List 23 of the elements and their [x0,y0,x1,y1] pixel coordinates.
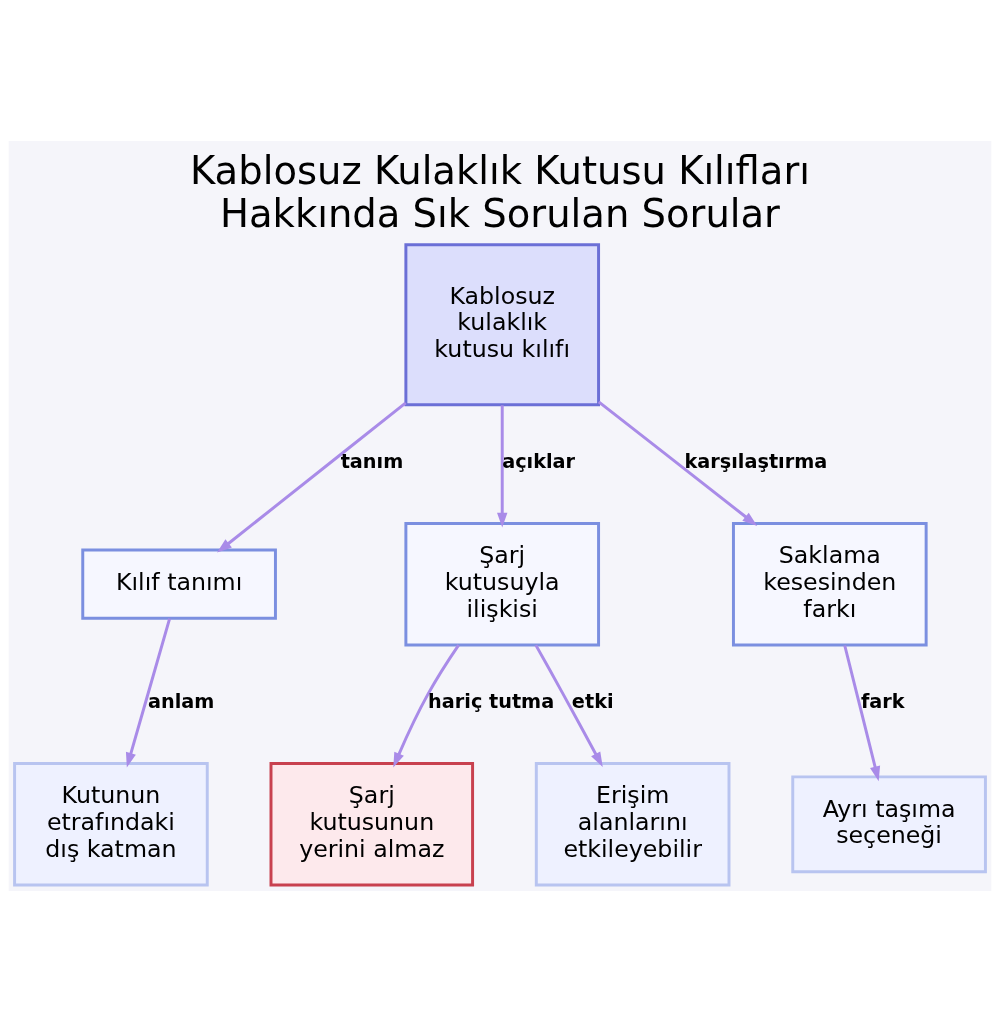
edge-label: anlam [147,689,215,713]
edge-label: etki [571,689,614,713]
node-box: Kılıf tanımı [81,548,277,620]
node-box: Şarj kutusuyla ilişkisi [404,521,601,647]
arrow [497,405,508,528]
diagram-title: Kablosuz Kulaklık Kutusu Kılıfları Hakkında Sık Sorulan Sorular [190,147,810,236]
arrow [217,401,407,553]
node-box: Ayrı taşıma seçeneği [791,775,987,874]
edge-label: karşılaştırma [684,449,828,473]
arrow [843,645,881,782]
node-box: Şarj kutusunun yerini almaz [269,762,475,887]
edge-label: fark [860,689,905,713]
node-box: Erişim alanlarını etkileyebilir [534,762,731,887]
node-box: Saklama kesesinden farkı [731,521,928,647]
node-box: Kutunun etrafındaki dış katman [13,762,209,887]
edge-label: hariç tutma [428,689,555,713]
edge-label: açıklar [502,449,576,473]
arrow [393,644,460,768]
arrow [534,644,603,767]
arrow [125,618,172,768]
node-box: Kablosuz kulaklık kutusu kılıfı [404,243,601,407]
arrow [597,400,758,526]
edge-label: tanım [340,449,404,473]
